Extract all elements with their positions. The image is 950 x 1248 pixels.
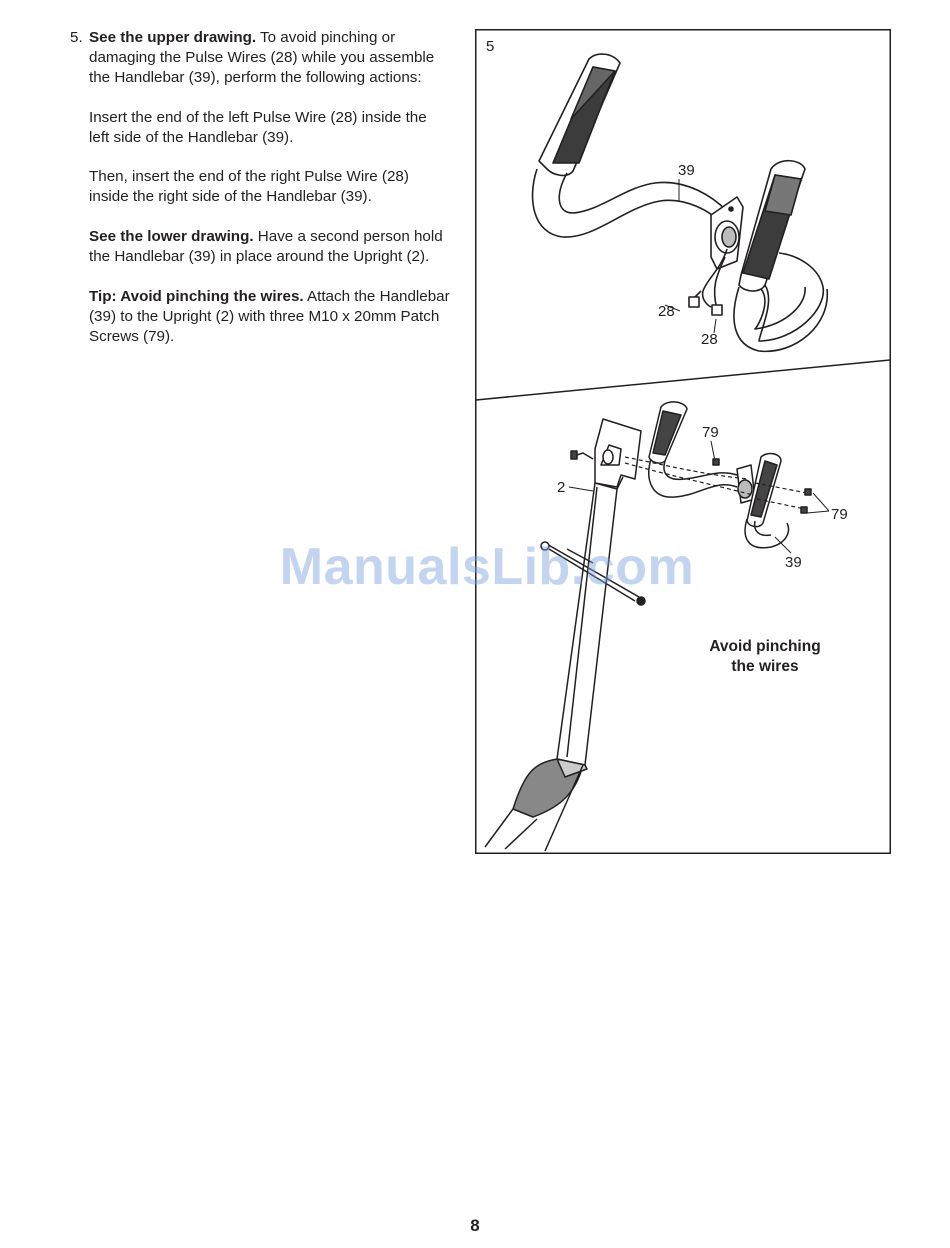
callout-upright: 2 — [557, 479, 566, 496]
callout-pulse-wire-left: 28 — [658, 303, 675, 320]
instruction-paragraph-5: Tip: Avoid pinching the wires. Attach th… — [89, 287, 450, 345]
assembly-drawing — [475, 29, 891, 854]
assembly-figure — [475, 29, 891, 854]
avoid-pinching-note: Avoid pinching the wires — [709, 638, 821, 675]
tip-heading: Tip: Avoid pinching the wires. — [89, 287, 304, 305]
step-instructions: See the upper drawing. To avoid pinching… — [89, 28, 450, 346]
callout-handlebar-upper: 39 — [678, 162, 695, 179]
assembly-step-5: 5. See the upper drawing. To avoid pinch… — [70, 28, 450, 366]
upper-drawing-heading: See the upper drawing. — [89, 29, 257, 46]
instruction-paragraph-2: Insert the end of the left Pulse Wire (2… — [89, 108, 427, 146]
page-number: 8 — [470, 1216, 480, 1235]
callout-pulse-wire-right: 28 — [701, 331, 718, 348]
instruction-paragraph-1: See the upper drawing. To avoid pinching… — [89, 29, 435, 86]
instruction-paragraph-3: Then, insert the end of the right Pulse … — [89, 168, 409, 206]
instruction-paragraph-4: See the lower drawing. Have a second per… — [89, 228, 443, 265]
callout-handlebar-lower: 39 — [785, 554, 802, 571]
step-number: 5. — [70, 29, 83, 46]
figure-step-label: 5 — [486, 38, 495, 55]
lower-drawing-heading: See the lower drawing. — [89, 228, 254, 246]
watermark: ManualsLib.com — [279, 538, 695, 596]
lower-upright-drawing — [484, 401, 830, 852]
callout-screws-right: 79 — [831, 506, 848, 523]
upper-handlebar-drawing — [531, 53, 828, 353]
callout-screw-top: 79 — [702, 424, 719, 441]
